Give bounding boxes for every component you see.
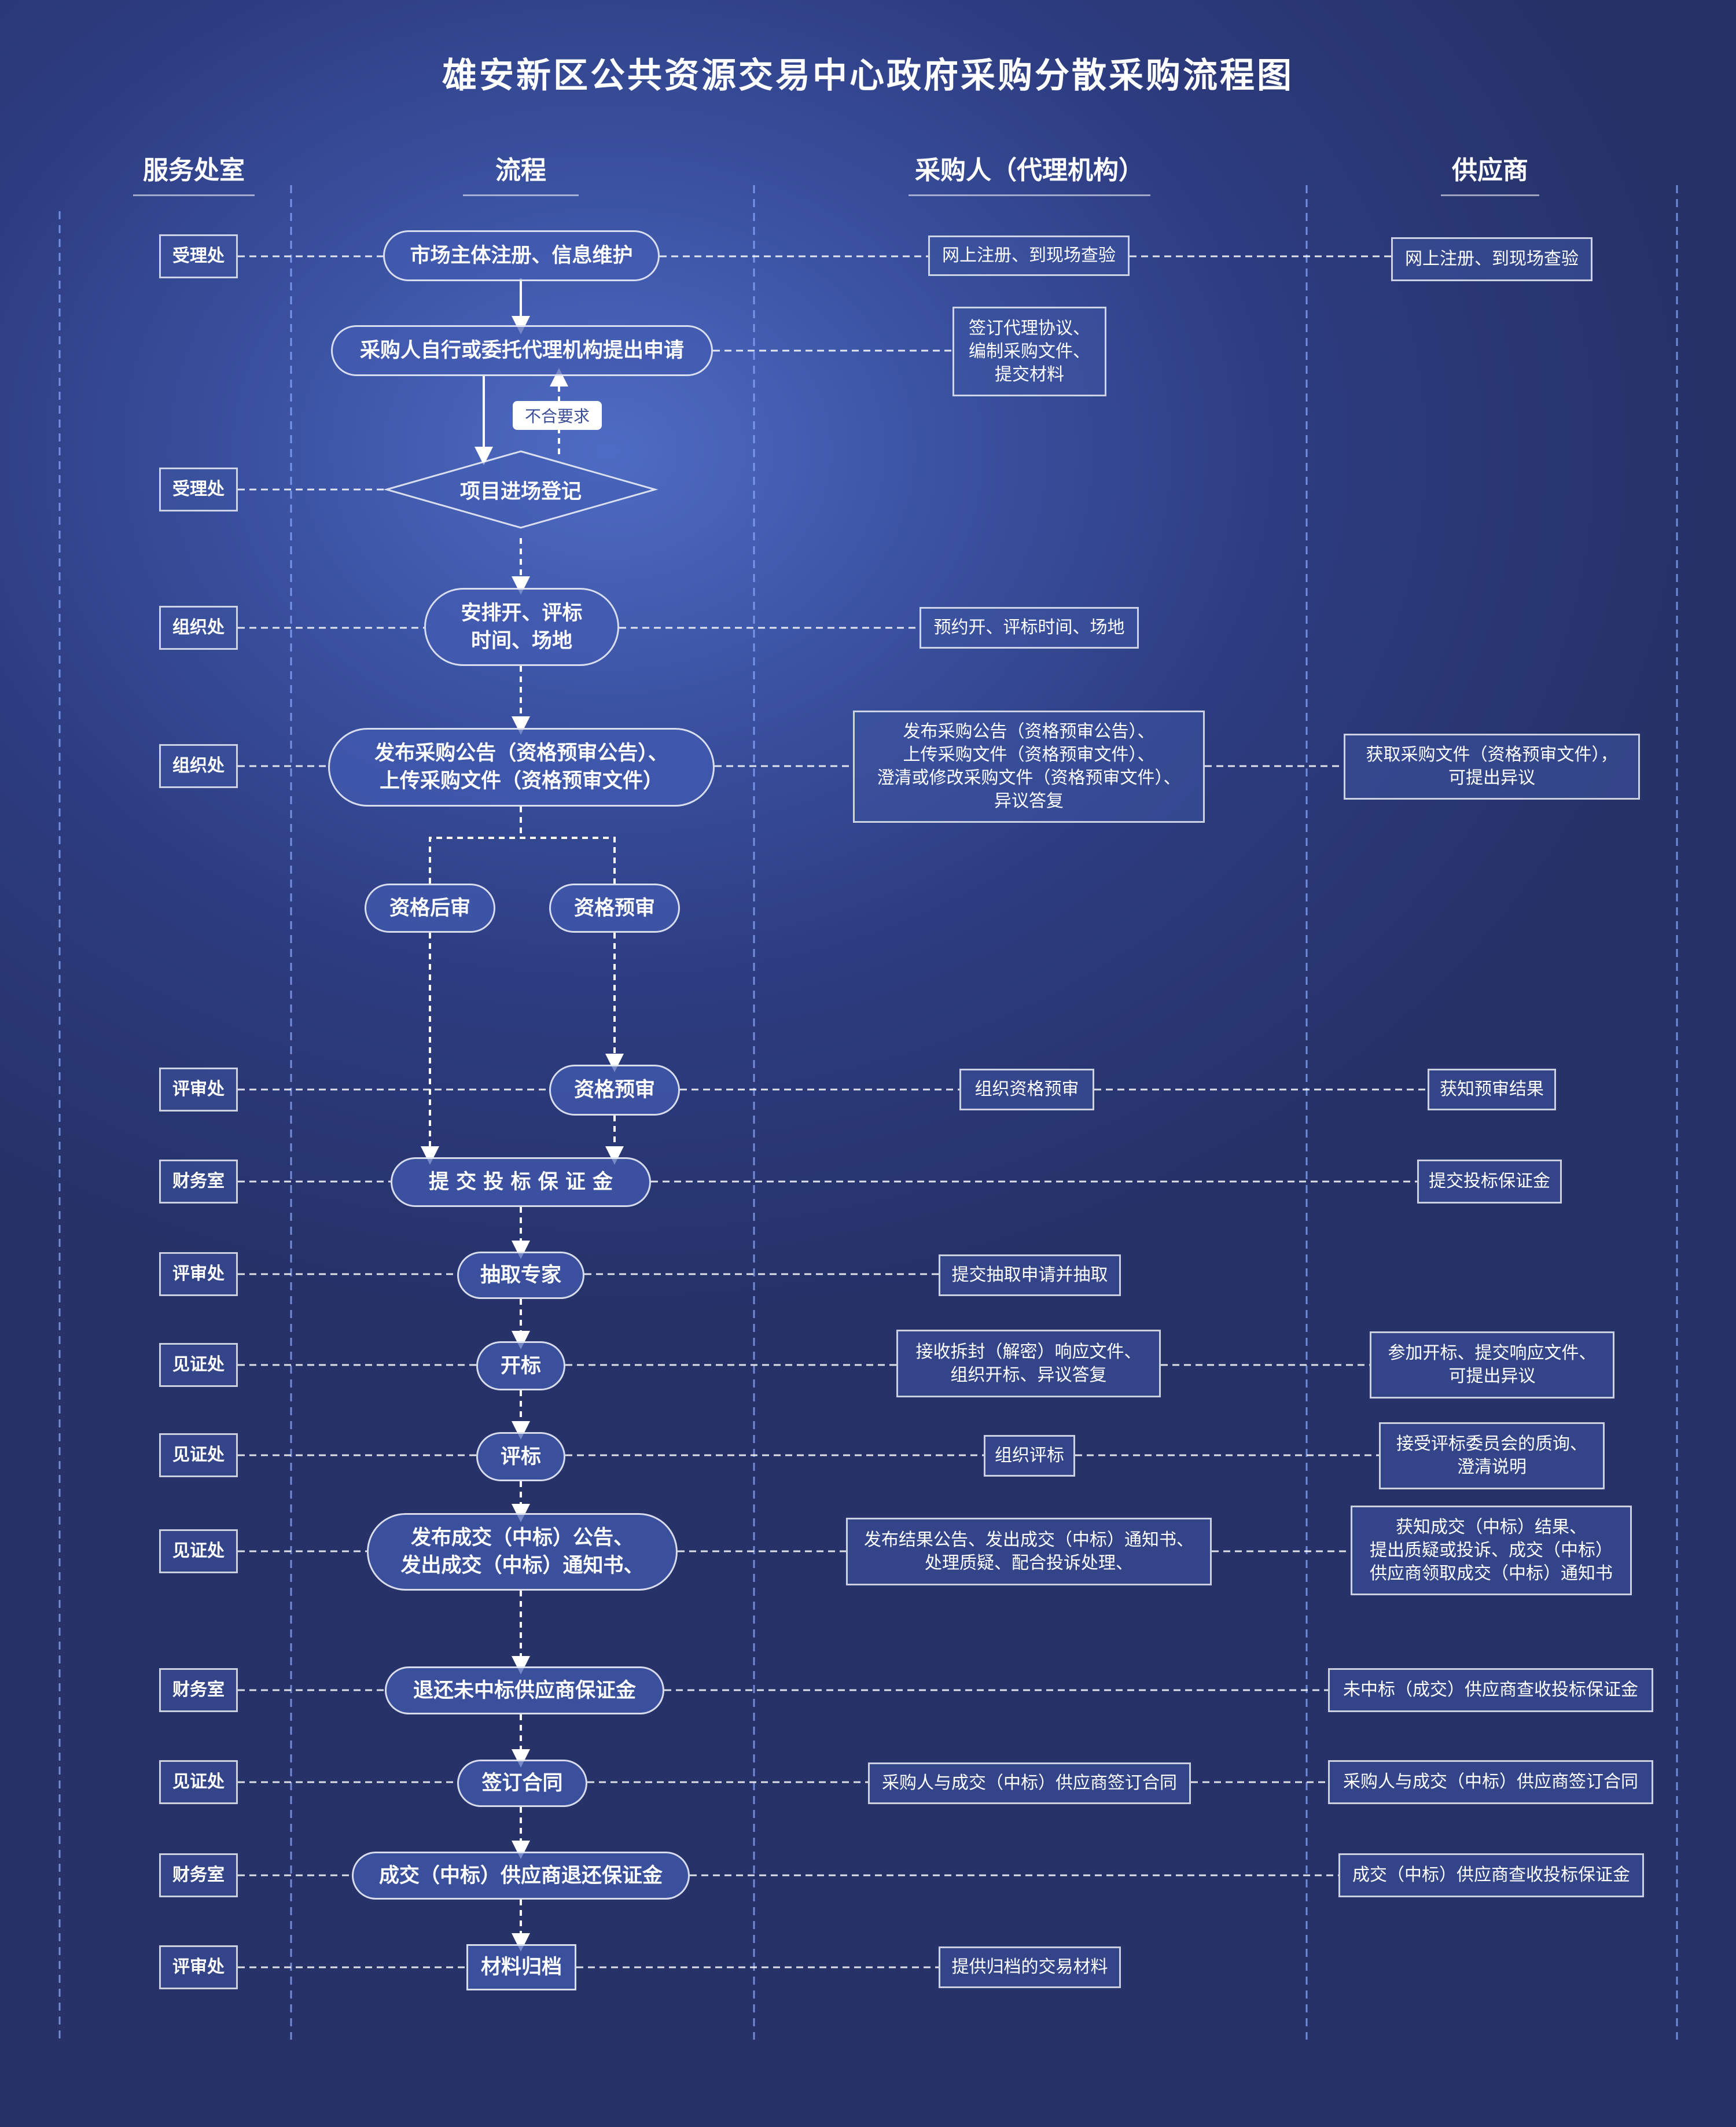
not-meet-tag: 不合要求	[513, 401, 602, 430]
flow-node-register: 市场主体注册、信息维护	[383, 230, 660, 281]
flow-node-pre-review: 资格预审	[549, 884, 680, 933]
flow-node-apply: 采购人自行或委托代理机构提出申请	[331, 325, 713, 376]
dept-box: 受理处	[159, 234, 238, 278]
dept-box: 受理处	[159, 468, 238, 511]
dept-box: 见证处	[159, 1343, 238, 1387]
column-header-supplier: 供应商	[1441, 149, 1539, 196]
supplier-box-publish: 获取采购文件（资格预审文件）， 可提出异议	[1344, 734, 1640, 800]
flow-node-archive: 材料归档	[466, 1944, 576, 1990]
dept-box: 组织处	[159, 744, 238, 788]
dept-box: 评审处	[159, 1068, 238, 1112]
dept-box: 财务室	[159, 1160, 238, 1204]
flow-node-refund-winner: 成交（中标）供应商退还保证金	[352, 1852, 690, 1900]
dept-box: 见证处	[159, 1760, 238, 1804]
supplier-box-evaluation: 接受评标委员会的质询、 澄清说明	[1379, 1422, 1605, 1489]
supplier-box-opening: 参加开标、提交响应文件、 可提出异议	[1370, 1331, 1614, 1399]
purchaser-box-experts: 提交抽取申请并抽取	[939, 1254, 1121, 1296]
purchaser-box-publish: 发布采购公告（资格预审公告）、 上传采购文件（资格预审文件）、 澄清或修改采购文…	[853, 711, 1205, 823]
purchaser-box-award: 发布结果公告、发出成交（中标）通知书、 处理质疑、配合投诉处理、	[846, 1518, 1212, 1585]
purchaser-box-register: 网上注册、到现场查验	[928, 235, 1130, 276]
flow-node-pre-review-2: 资格预审	[549, 1065, 680, 1116]
purchaser-box-arrange: 预约开、评标时间、场地	[920, 607, 1139, 649]
purchaser-box-archive: 提供归档的交易材料	[939, 1946, 1121, 1988]
supplier-box-pre-review: 获知预审结果	[1428, 1069, 1556, 1110]
flow-node-evaluation: 评标	[476, 1432, 565, 1481]
dept-box: 评审处	[159, 1252, 238, 1296]
flow-node-publish: 发布采购公告（资格预审公告）、 上传采购文件（资格预审文件）	[328, 728, 715, 807]
flow-node-post-review: 资格后审	[365, 884, 495, 933]
dept-box: 评审处	[159, 1945, 238, 1989]
dept-box: 组织处	[159, 606, 238, 650]
dept-box: 财务室	[159, 1668, 238, 1712]
flow-node-refund-losers: 退还未中标供应商保证金	[385, 1666, 664, 1714]
purchaser-box-pre-review: 组织资格预审	[959, 1069, 1094, 1110]
supplier-box-award: 获知成交（中标）结果、 提出质疑或投诉、成交（中标） 供应商领取成交（中标）通知…	[1351, 1506, 1632, 1595]
flow-node-award: 发布成交（中标）公告、 发出成交（中标）通知书、	[367, 1513, 678, 1591]
dept-box: 财务室	[159, 1853, 238, 1897]
purchaser-box-evaluation: 组织评标	[984, 1435, 1075, 1477]
dept-box: 见证处	[159, 1529, 238, 1573]
flow-node-entry: 项目进场登记	[459, 480, 582, 503]
flow-node-arrange: 安排开、评标 时间、场地	[424, 588, 619, 666]
supplier-box-refund-losers: 未中标（成交）供应商查收投标保证金	[1328, 1668, 1653, 1712]
page-title: 雄安新区公共资源交易中心政府采购分散采购流程图	[442, 56, 1294, 96]
supplier-box-deposit: 提交投标保证金	[1417, 1160, 1562, 1204]
column-header-service: 服务处室	[133, 149, 255, 196]
supplier-box-contract: 采购人与成交（中标）供应商签订合同	[1328, 1760, 1653, 1804]
flow-node-contract: 签订合同	[457, 1760, 587, 1807]
flow-node-opening: 开标	[476, 1341, 565, 1390]
purchaser-box-opening: 接收拆封（解密）响应文件、 组织开标、异议答复	[896, 1330, 1161, 1397]
purchaser-box-contract: 采购人与成交（中标）供应商签订合同	[868, 1762, 1191, 1804]
supplier-box-register: 网上注册、到现场查验	[1391, 237, 1592, 281]
entry-diamond	[383, 450, 659, 529]
supplier-box-refund-winner: 成交（中标）供应商查收投标保证金	[1338, 1853, 1644, 1897]
flow-node-deposit: 提 交 投 标 保 证 金	[391, 1157, 651, 1207]
dept-box: 见证处	[159, 1433, 238, 1477]
flow-node-experts: 抽取专家	[457, 1252, 584, 1299]
column-header-process: 流程	[463, 149, 579, 196]
purchaser-box-apply: 签订代理协议、 编制采购文件、 提交材料	[952, 307, 1106, 396]
column-header-purchaser: 采购人（代理机构）	[909, 149, 1150, 196]
